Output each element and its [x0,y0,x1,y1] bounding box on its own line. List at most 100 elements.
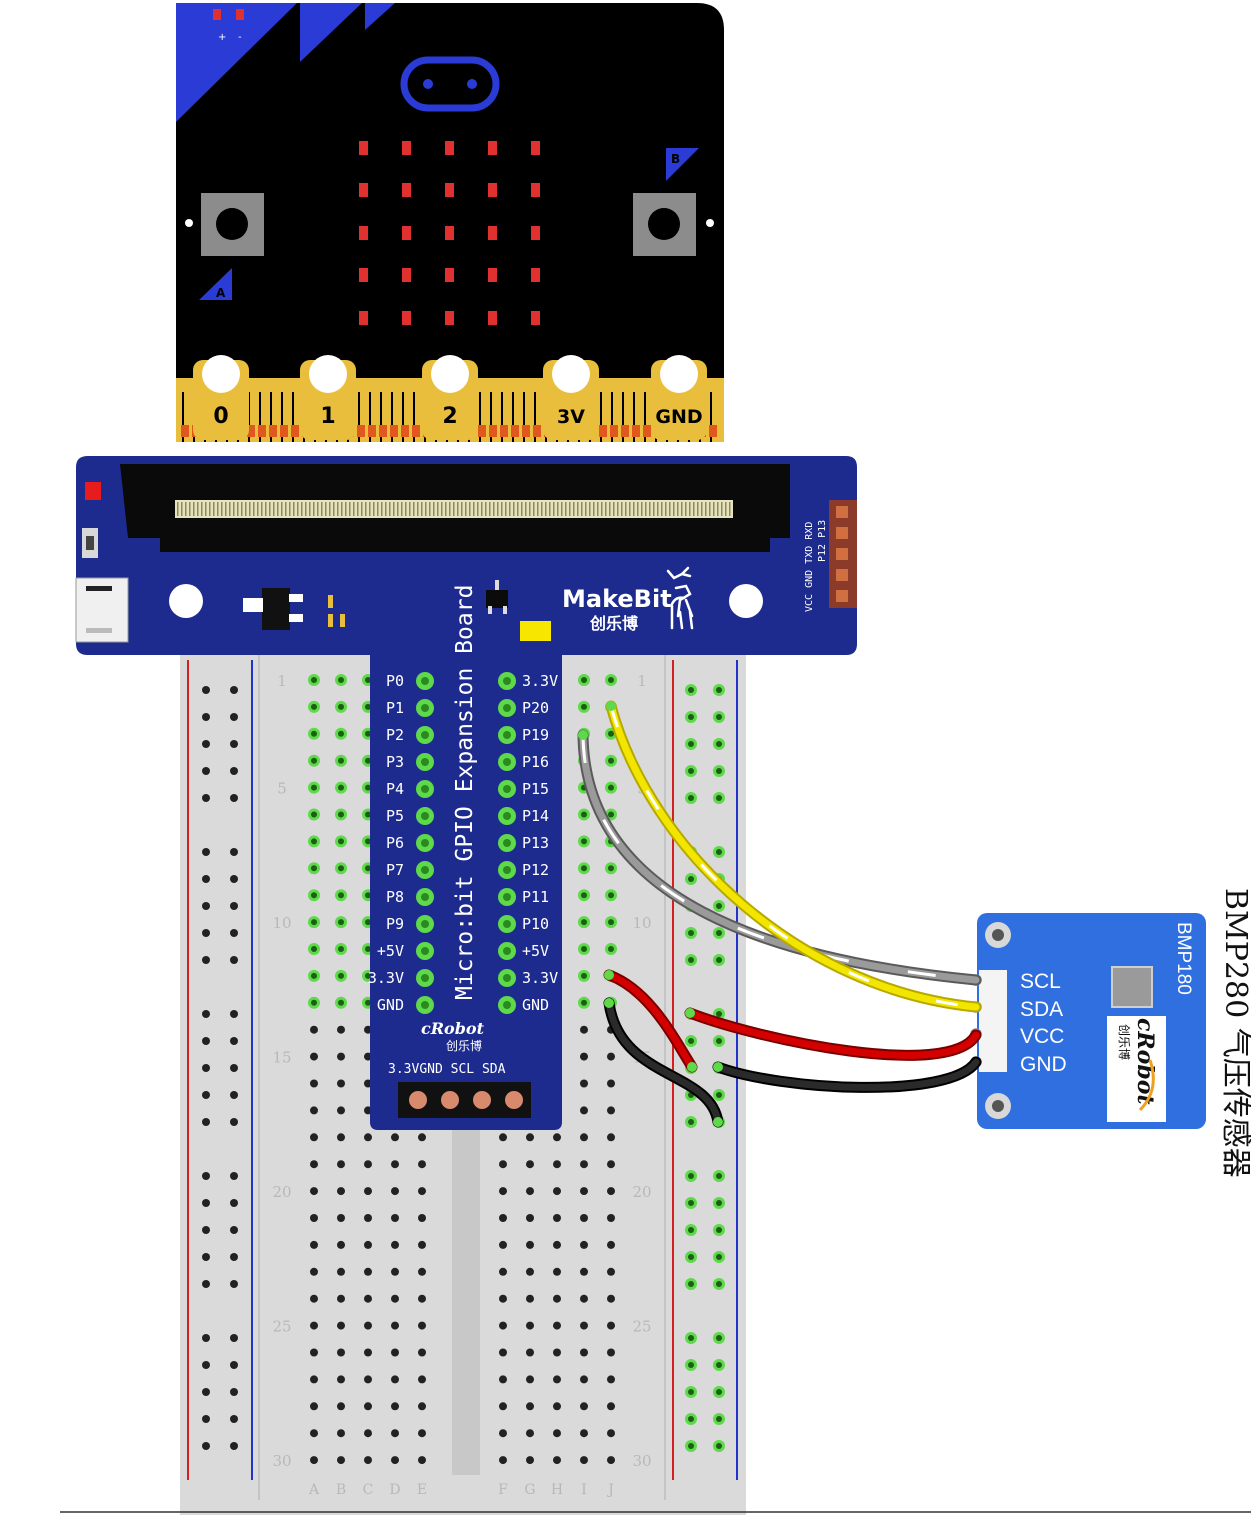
breadboard-hole[interactable] [580,1402,588,1411]
breadboard-hole[interactable] [364,1294,372,1303]
breadboard-hole[interactable] [230,1199,238,1207]
breadboard-hole[interactable] [553,1133,561,1142]
breadboard-hole[interactable] [580,1321,588,1330]
breadboard-hole[interactable] [202,1253,210,1261]
uart-pin[interactable] [836,527,848,539]
breadboard-hole[interactable] [580,1160,588,1169]
breadboard-hole[interactable] [391,1133,399,1142]
uart-pin[interactable] [836,548,848,560]
breadboard-hole[interactable] [230,1226,238,1234]
breadboard-hole[interactable] [202,740,210,748]
breadboard-hole[interactable] [310,1321,318,1330]
breadboard-hole[interactable] [391,1429,399,1438]
breadboard-hole[interactable] [310,1160,318,1169]
breadboard-hole[interactable] [310,1267,318,1276]
breadboard-hole[interactable] [418,1187,426,1196]
breadboard-hole[interactable] [337,1052,345,1061]
breadboard-hole[interactable] [202,1091,210,1099]
breadboard-hole[interactable] [499,1133,507,1142]
breadboard-hole[interactable] [202,767,210,775]
i2c-pin[interactable] [409,1091,427,1109]
breadboard-hole[interactable] [391,1214,399,1222]
breadboard-hole[interactable] [499,1294,507,1303]
breadboard-hole[interactable] [418,1294,426,1303]
breadboard-hole[interactable] [526,1133,534,1142]
breadboard-hole[interactable] [580,1240,588,1249]
breadboard-hole[interactable] [230,794,238,802]
breadboard-hole[interactable] [391,1294,399,1303]
breadboard-hole[interactable] [230,875,238,883]
breadboard-hole[interactable] [364,1214,372,1222]
breadboard-hole[interactable] [364,1240,372,1249]
breadboard-hole[interactable] [580,1456,588,1465]
breadboard-hole[interactable] [337,1214,345,1222]
breadboard-hole[interactable] [230,1334,238,1342]
breadboard-hole[interactable] [310,1294,318,1303]
breadboard-hole[interactable] [499,1429,507,1438]
breadboard-hole[interactable] [337,1294,345,1303]
i2c-pin[interactable] [441,1091,459,1109]
breadboard-hole[interactable] [310,1240,318,1249]
breadboard-hole[interactable] [526,1375,534,1384]
breadboard-hole[interactable] [499,1456,507,1465]
breadboard-hole[interactable] [202,1037,210,1045]
breadboard-hole[interactable] [418,1456,426,1465]
breadboard-hole[interactable] [391,1240,399,1249]
breadboard-hole[interactable] [310,1402,318,1411]
breadboard-hole[interactable] [230,1037,238,1045]
breadboard-hole[interactable] [526,1456,534,1465]
breadboard-hole[interactable] [202,1226,210,1234]
breadboard-hole[interactable] [607,1079,615,1088]
breadboard-hole[interactable] [526,1321,534,1330]
breadboard-hole[interactable] [499,1375,507,1384]
breadboard-hole[interactable] [607,1429,615,1438]
breadboard-hole[interactable] [202,1064,210,1072]
breadboard-hole[interactable] [526,1187,534,1196]
breadboard-hole[interactable] [499,1240,507,1249]
breadboard-hole[interactable] [499,1214,507,1222]
breadboard-hole[interactable] [607,1348,615,1357]
breadboard-hole[interactable] [230,1091,238,1099]
breadboard-hole[interactable] [418,1348,426,1357]
breadboard-hole[interactable] [202,686,210,694]
breadboard-hole[interactable] [553,1321,561,1330]
breadboard-hole[interactable] [202,1361,210,1369]
breadboard-hole[interactable] [337,1456,345,1465]
breadboard-hole[interactable] [230,1388,238,1396]
breadboard-hole[interactable] [418,1160,426,1169]
breadboard-hole[interactable] [580,1079,588,1088]
breadboard-hole[interactable] [607,1214,615,1222]
breadboard-hole[interactable] [202,713,210,721]
breadboard-hole[interactable] [607,1456,615,1465]
breadboard-hole[interactable] [364,1187,372,1196]
breadboard-hole[interactable] [553,1456,561,1465]
breadboard-hole[interactable] [526,1214,534,1222]
breadboard-hole[interactable] [337,1133,345,1142]
i2c-pin[interactable] [473,1091,491,1109]
breadboard-hole[interactable] [580,1348,588,1357]
breadboard-hole[interactable] [553,1402,561,1411]
breadboard-hole[interactable] [391,1160,399,1169]
breadboard-hole[interactable] [607,1321,615,1330]
breadboard-hole[interactable] [230,1010,238,1018]
breadboard-hole[interactable] [364,1375,372,1384]
breadboard-hole[interactable] [391,1321,399,1330]
breadboard-hole[interactable] [310,1079,318,1088]
breadboard-hole[interactable] [230,956,238,964]
breadboard-hole[interactable] [364,1429,372,1438]
breadboard-hole[interactable] [230,686,238,694]
breadboard-hole[interactable] [580,1106,588,1115]
breadboard-hole[interactable] [553,1214,561,1222]
breadboard-hole[interactable] [391,1402,399,1411]
breadboard-hole[interactable] [337,1429,345,1438]
breadboard-hole[interactable] [364,1402,372,1411]
breadboard-hole[interactable] [553,1160,561,1169]
breadboard-hole[interactable] [337,1375,345,1384]
breadboard-hole[interactable] [526,1429,534,1438]
breadboard-hole[interactable] [202,956,210,964]
breadboard-hole[interactable] [580,1133,588,1142]
breadboard-hole[interactable] [337,1079,345,1088]
breadboard-hole[interactable] [553,1429,561,1438]
breadboard-hole[interactable] [337,1321,345,1330]
breadboard-hole[interactable] [526,1267,534,1276]
